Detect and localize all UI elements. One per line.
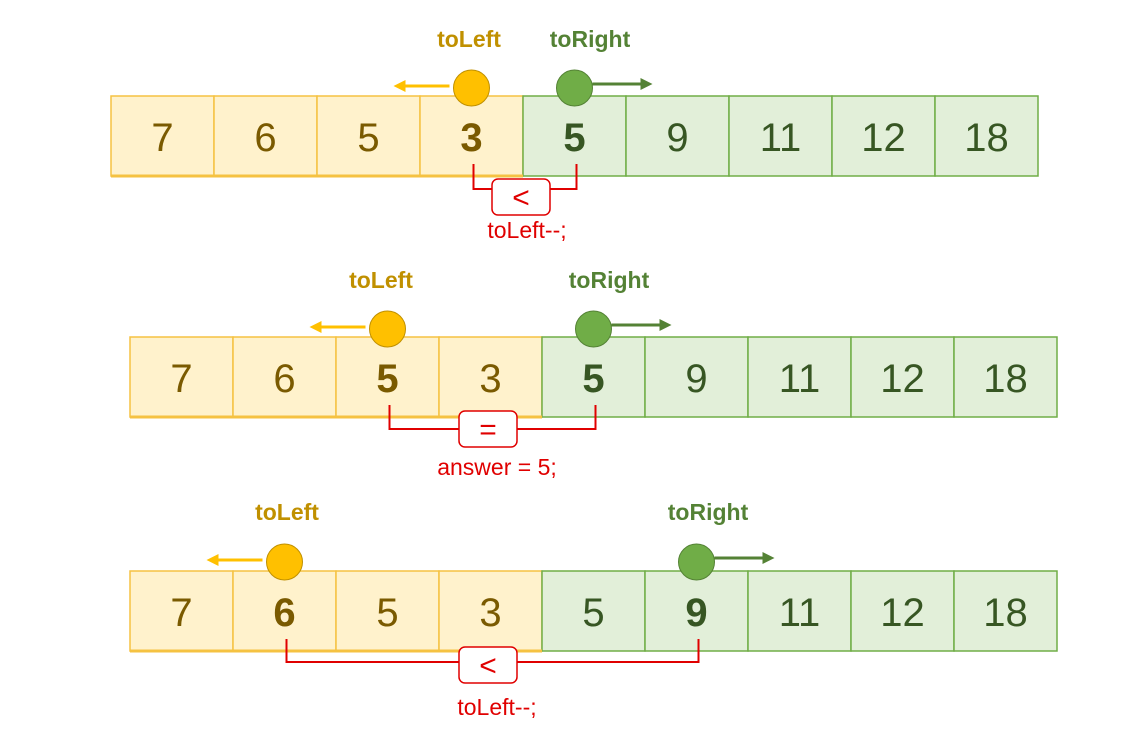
array-cell [335,570,440,652]
operator-box [458,410,518,448]
array-cell [747,336,852,418]
cell-value: 6 [254,116,276,160]
array-cell [625,95,730,177]
cell-value: 5 [376,357,398,401]
array-cell [522,95,627,177]
cell-value: 5 [582,591,604,635]
right-arrow-icon [659,319,672,331]
cell-value: 11 [760,116,802,160]
toleft-pointer-icon [266,543,303,581]
code-statement: toLeft--; [457,694,536,720]
right-arrow-icon [762,552,775,564]
toleft-label: toLeft [349,267,413,293]
array-cell [335,336,440,418]
cell-value: 7 [170,591,192,635]
toright-label: toRight [569,267,650,293]
toright-label: toRight [550,26,631,52]
array-cell [438,570,543,652]
array-cell [644,336,749,418]
cell-value: 18 [983,591,1028,635]
cell-value: 6 [273,591,295,635]
toright-pointer-icon [678,543,715,581]
cell-value: 3 [479,357,501,401]
array-cell [934,95,1039,177]
cell-value: 5 [357,116,379,160]
array-cell [110,95,215,177]
cell-value: 12 [880,357,925,401]
operator-symbol: = [479,414,497,447]
cell-value: 11 [779,357,821,401]
step-1: 7 6 5 3 5 9 11 12 18 toLeft toRight <toLeft--; [110,26,1039,243]
array-cell [644,570,749,652]
array-cell [541,570,646,652]
toleft-label: toLeft [255,499,319,525]
code-statement: toLeft--; [487,217,566,243]
operator-box [458,646,518,684]
array-cell [541,336,646,418]
cell-value: 3 [479,591,501,635]
array-cell [728,95,833,177]
array-cell [831,95,936,177]
array-cell [850,336,955,418]
array-cell [232,336,337,418]
array-cell [747,570,852,652]
array-cell [213,95,318,177]
toright-label: toRight [668,499,749,525]
cell-value: 7 [170,357,192,401]
left-arrow-icon [309,321,322,333]
right-arrow-icon [640,78,653,90]
operator-symbol: < [512,182,530,215]
cell-value: 9 [666,116,688,160]
array-cell [316,95,421,177]
array-cell [953,336,1058,418]
cell-value: 5 [582,357,604,401]
code-statement: answer = 5; [437,454,557,480]
array-cell [438,336,543,418]
toleft-label: toLeft [437,26,501,52]
operator-symbol: < [479,650,497,683]
cell-value: 11 [779,591,821,635]
cell-value: 18 [983,357,1028,401]
cell-value: 3 [460,116,482,160]
cell-value: 9 [685,357,707,401]
cell-value: 12 [880,591,925,635]
left-arrow-icon [393,80,406,92]
cell-value: 5 [376,591,398,635]
step-3: 7 6 5 3 5 9 11 12 18 toLeft toRight < toLeft--; [129,499,1058,720]
toleft-pointer-icon [369,310,406,348]
array-cell [953,570,1058,652]
operator-box [491,178,551,216]
cell-value: 12 [861,116,906,160]
cell-value: 6 [273,357,295,401]
array-cell [850,570,955,652]
toright-pointer-icon [575,310,612,348]
cell-value: 9 [685,591,707,635]
cell-value: 7 [151,116,173,160]
cell-value: 5 [563,116,585,160]
toleft-pointer-icon [453,69,490,107]
toright-pointer-icon [556,69,593,107]
step-2: 7 6 5 3 5 9 11 12 18 toLeft toRight = answer = 5; [129,267,1058,480]
left-arrow-icon [206,554,219,566]
cell-value: 18 [964,116,1009,160]
